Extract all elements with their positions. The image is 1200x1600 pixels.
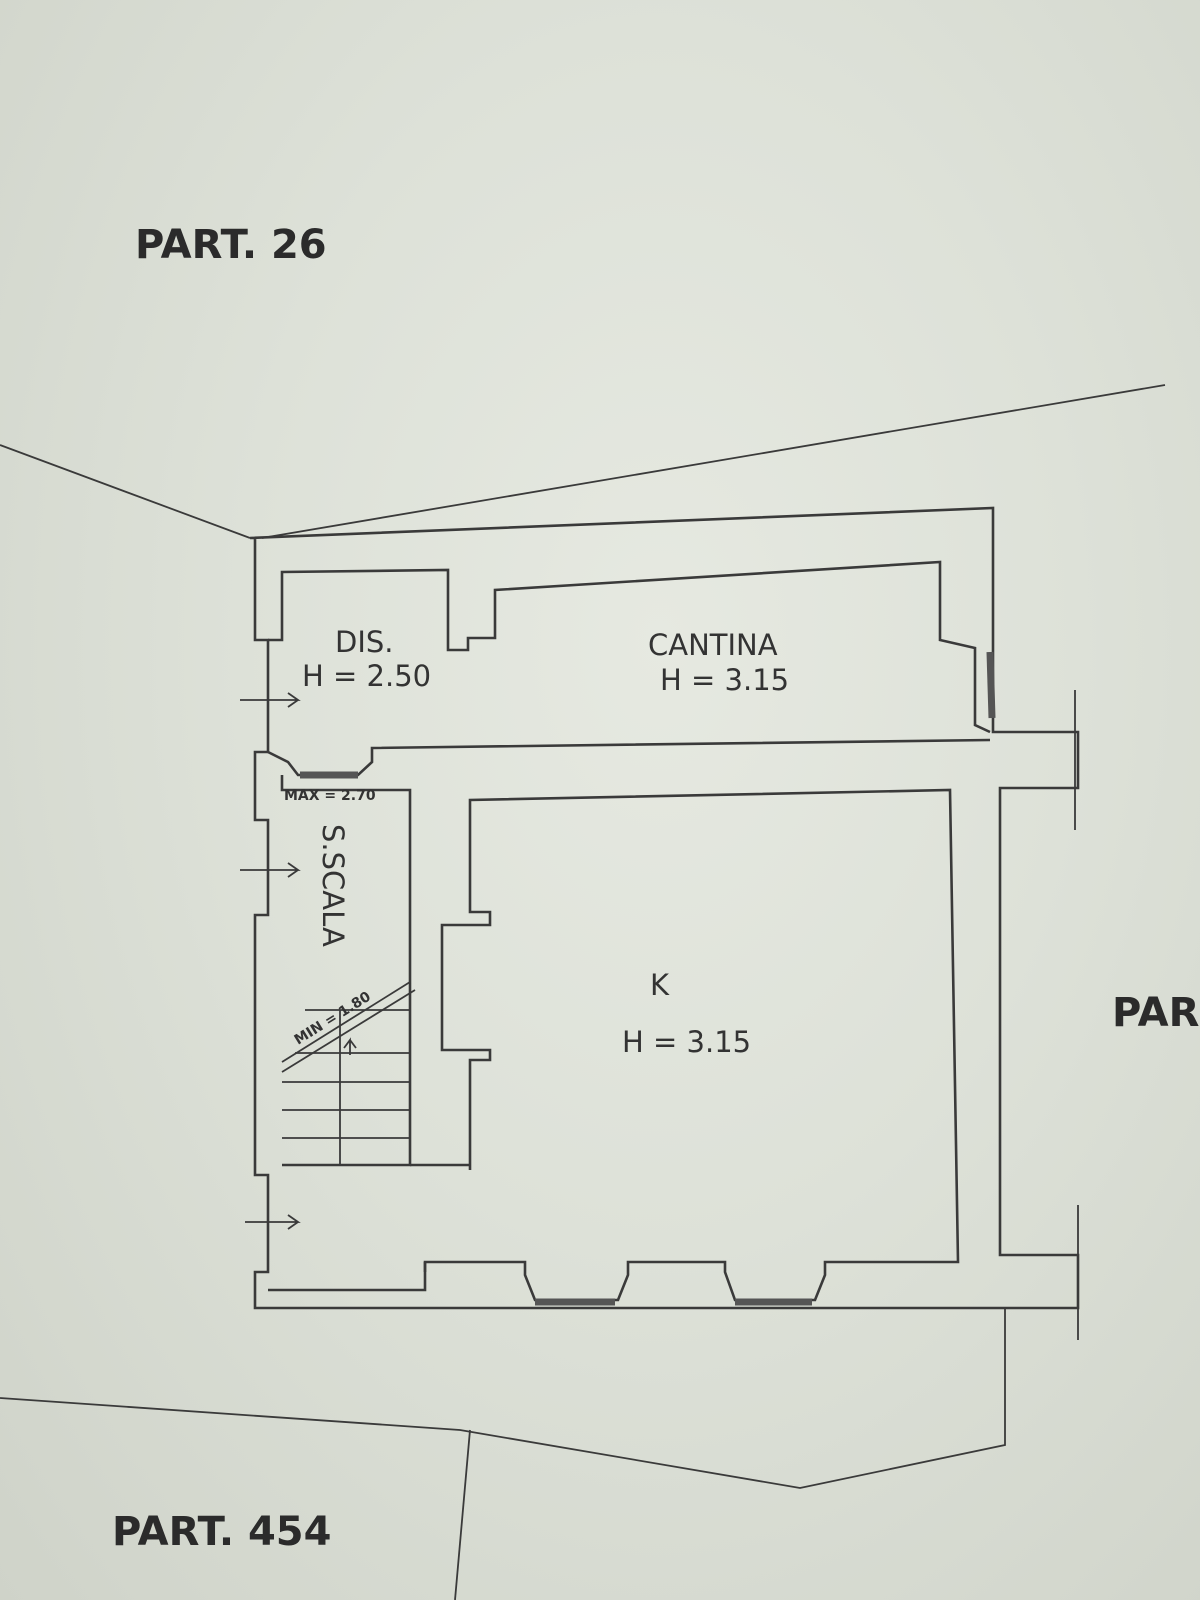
arrow-icon [240,862,301,878]
parcel-label-top: PART. 26 [135,222,327,268]
boundary-top-left [0,444,251,539]
boundary-bottom-divider [454,1429,471,1600]
room-k-name: K [650,968,670,1002]
parcel-label-bottom: PART. 454 [112,1509,331,1555]
room-dis-name: DIS. [335,625,394,659]
entrance-arrows [240,692,301,1230]
boundary-top-right [261,384,1166,539]
arrow-icon [240,692,301,708]
parcel-label-right: PAR [1112,990,1199,1036]
kitchen-room [268,788,960,1302]
room-scala-name: S.SCALA [316,824,350,947]
dis-cantina-walls [268,560,991,734]
stair-diagonal-1 [281,981,411,1063]
openings [300,651,996,1306]
room-k-height: H = 3.15 [622,1025,751,1059]
outer-walls [249,506,1080,1310]
boundary-bottom [0,1308,1006,1489]
stair-room [280,775,416,1167]
stair-min-height: MIN = 1.80 [292,989,374,1049]
room-cantina-height: H = 3.15 [660,663,789,697]
arrow-icon [245,1214,301,1230]
window-cantina-east [986,651,996,719]
stair-diagonal-2 [281,989,416,1073]
kitchen-walls [268,788,960,1302]
stair-walls [280,775,412,1167]
stair-max-height: MAX = 2.70 [284,788,376,804]
upper-rooms-lower-wall [267,738,991,777]
stair-arrow [343,1037,357,1055]
parcel-boundaries [0,384,1166,1600]
outer-wall-outline [249,506,1080,1310]
room-dis-height: H = 2.50 [302,659,431,693]
room-cantina-name: CANTINA [648,628,778,662]
